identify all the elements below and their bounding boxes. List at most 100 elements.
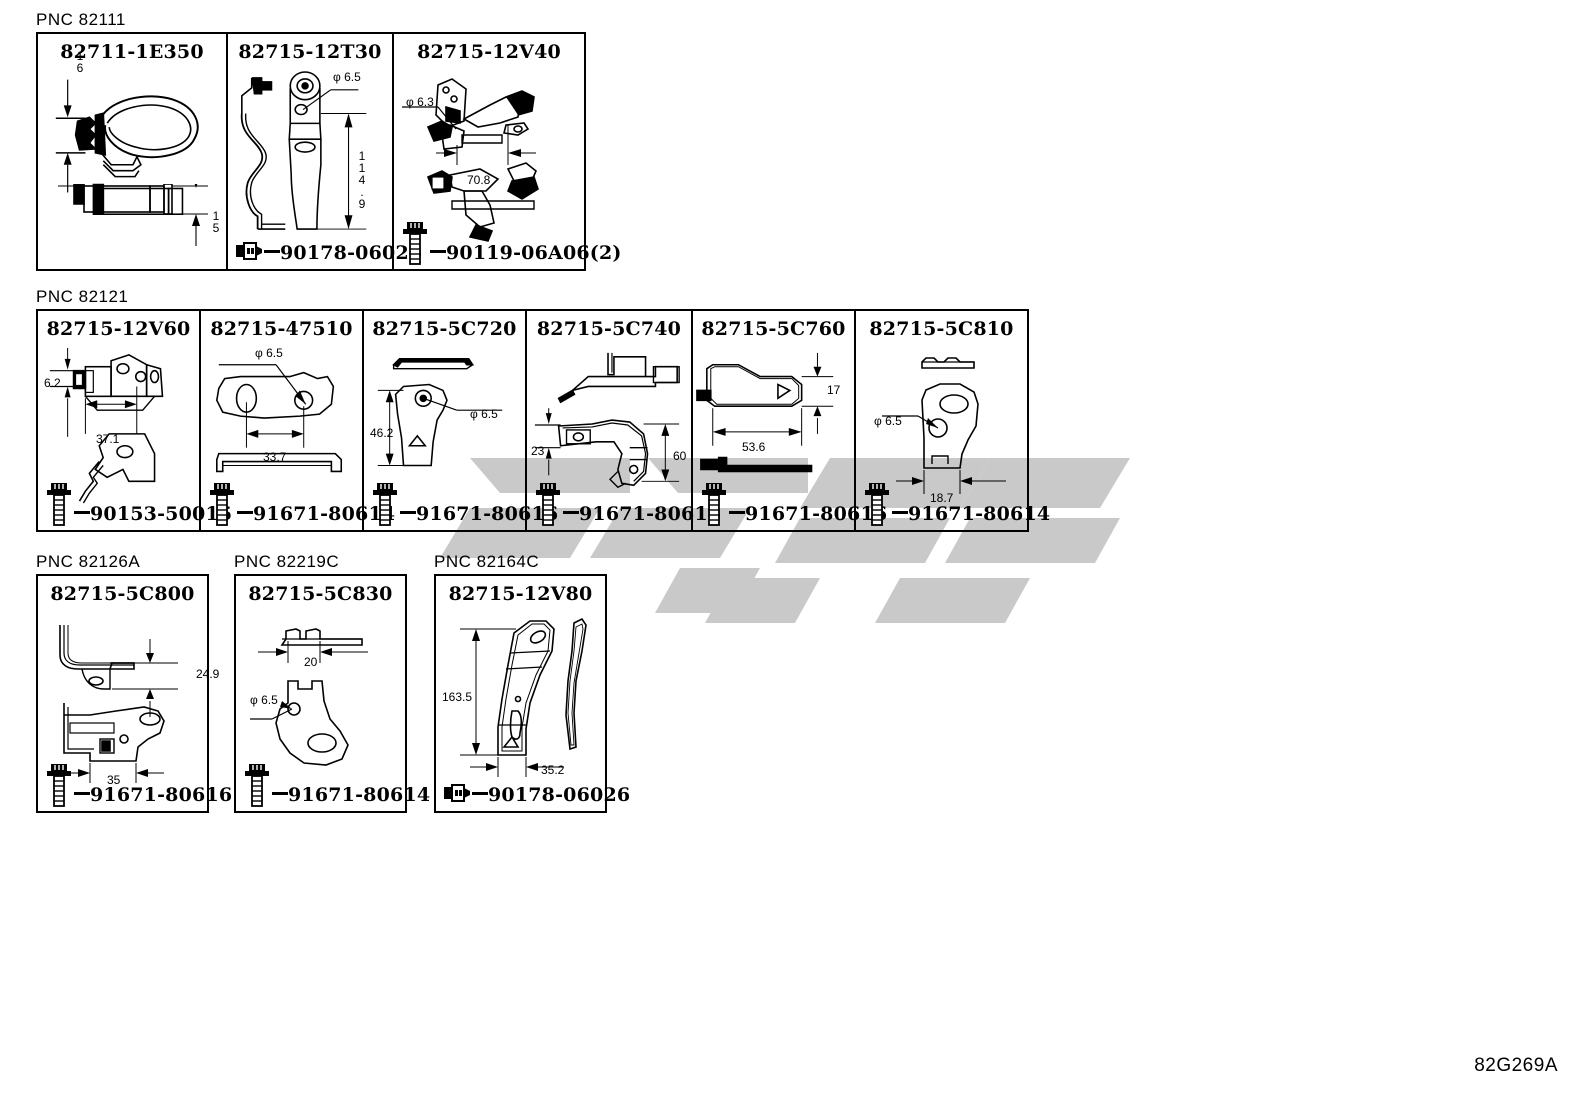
part-cell-82715-12V80[interactable]: 82715-12V80: [436, 576, 630, 811]
dimension-label: 17: [827, 383, 841, 397]
fastener-row: 91671-80614: [242, 763, 430, 807]
parts-row: 82715-12V60: [36, 309, 1050, 532]
bolt-icon: [207, 482, 237, 526]
part-number: 82711-1E350: [60, 41, 204, 63]
dimension-label: 60: [673, 449, 687, 463]
part-cell-82715-5C800[interactable]: 82715-5C800: [38, 576, 232, 811]
pnc-group-82126A: PNC 82126A 82715-5C800: [36, 552, 232, 813]
dimension-label: 114.9: [355, 149, 369, 209]
fastener-part-number: 90153-50015: [90, 503, 233, 525]
leader-dash: [472, 792, 488, 795]
part-cell-82715-5C720[interactable]: 82715-5C720: [364, 311, 558, 530]
pnc-group-82111: PNC 82111 82711-1E350: [36, 10, 621, 271]
leader-dash: [264, 250, 280, 253]
dimension-label: 33.7: [263, 450, 287, 464]
bolt-icon: [862, 482, 892, 526]
pnc-group-82121: PNC 82121 82715-12V60: [36, 287, 1050, 532]
parts-row: 82715-5C830: [234, 574, 430, 813]
bolt-icon: [370, 482, 400, 526]
pnc-label: PNC 82164C: [434, 552, 540, 571]
part-number: 82715-12V40: [417, 41, 561, 63]
leader-dash: [237, 511, 253, 514]
pnc-group-82219C: PNC 82219C 82715-5C830: [234, 552, 430, 813]
fastener-row: 90119-06A06(2): [400, 221, 622, 265]
bolt-icon: [44, 482, 74, 526]
part-cell-82715-12V60[interactable]: 82715-12V60: [38, 311, 232, 530]
pnc-label: PNC 82126A: [36, 552, 141, 571]
part-cell-82715-5C830[interactable]: 82715-5C830: [236, 576, 430, 811]
part-number: 82715-5C830: [248, 583, 393, 605]
parts-row: 82715-12V80: [434, 574, 630, 813]
dimension-label: φ 6.5: [255, 346, 283, 360]
leader-dash: [892, 511, 908, 514]
part-number: 82715-5C760: [701, 318, 846, 340]
clip-icon: [234, 241, 264, 261]
dimension-label: 70.8: [467, 173, 491, 187]
fastener-part-number: 91671-80614: [253, 503, 396, 525]
dimension-label: 35: [107, 773, 121, 787]
dimension-label: 37.1: [96, 432, 120, 446]
part-cell-82715-47510[interactable]: 82715-47510: [201, 311, 395, 530]
dimension-label: 6.2: [44, 376, 61, 390]
part-illustration: [228, 65, 392, 245]
leader-dash: [74, 511, 90, 514]
leader-dash: [563, 511, 579, 514]
leader-dash: [430, 250, 446, 253]
pnc-label: PNC 82121: [36, 287, 129, 306]
dimension-label: 23: [531, 444, 545, 458]
fastener-row: 90178-06026: [234, 241, 422, 265]
dimension-label: 46.2: [370, 426, 394, 440]
part-number: 82715-12V80: [448, 583, 593, 605]
dimension-label: φ 6.5: [250, 693, 278, 707]
pnc-label: PNC 82111: [36, 10, 126, 29]
part-cell-82715-5C760[interactable]: 82715-5C760: [693, 311, 887, 530]
dimension-label: 15: [209, 209, 223, 233]
fastener-row: 90178-06026: [442, 783, 630, 807]
part-cell-82715-12V40[interactable]: 82715-12V40: [394, 34, 621, 269]
part-cell-82711-1E350[interactable]: 82711-1E350: [38, 34, 228, 269]
fastener-row: 91671-80614: [862, 482, 1050, 526]
fastener-part-number: 90119-06A06(2): [446, 242, 622, 264]
dimension-label: φ 6.5: [470, 407, 498, 421]
bolt-icon: [533, 482, 563, 526]
part-illustration: [38, 607, 207, 787]
bolt-icon: [44, 763, 74, 807]
leader-dash: [74, 792, 90, 795]
leader-dash: [729, 511, 745, 514]
fastener-row: 91671-80616: [44, 763, 232, 807]
fastener-part-number: 90178-06026: [280, 242, 423, 264]
fastener-part-number: 91671-80614: [288, 784, 431, 806]
part-illustration: [201, 342, 362, 507]
dimension-label: 35.2: [541, 763, 565, 777]
fastener-part-number: 91671-80614: [908, 503, 1051, 525]
part-illustration: [436, 607, 605, 787]
part-number: 82715-5C720: [372, 318, 517, 340]
dimension-label: φ 6.3: [406, 95, 434, 109]
dimension-label: 20: [304, 655, 318, 669]
sheet-code: 82G269A: [1474, 1055, 1558, 1076]
leader-dash: [400, 511, 416, 514]
part-number: 82715-47510: [210, 318, 353, 340]
part-cell-82715-5C810[interactable]: 82715-5C810: [856, 311, 1050, 530]
part-illustration: [236, 607, 405, 787]
part-illustration: [38, 65, 226, 215]
leader-dash: [272, 792, 288, 795]
part-cell-82715-5C740[interactable]: 82715-5C740: [527, 311, 721, 530]
bolt-icon: [699, 482, 729, 526]
dimension-label: φ 6.5: [333, 70, 361, 84]
dimension-label: 24.9: [196, 667, 220, 681]
dimension-label: 53.6: [742, 440, 766, 454]
clip-icon: [442, 783, 472, 803]
part-number: 82715-12T30: [238, 41, 382, 63]
fastener-row: 90153-50015: [44, 482, 232, 526]
bolt-icon: [242, 763, 272, 807]
part-illustration: [38, 342, 199, 507]
pnc-group-82164C: PNC 82164C 82715-12V80: [434, 552, 630, 813]
parts-row: 82711-1E350: [36, 32, 621, 271]
fastener-row: 91671-80614: [207, 482, 395, 526]
part-number: 82715-5C740: [536, 318, 682, 340]
part-cell-82715-12T30[interactable]: 82715-12T30: [228, 34, 422, 269]
parts-row: 82715-5C800: [36, 574, 232, 813]
fastener-part-number: 90178-06026: [488, 784, 631, 806]
